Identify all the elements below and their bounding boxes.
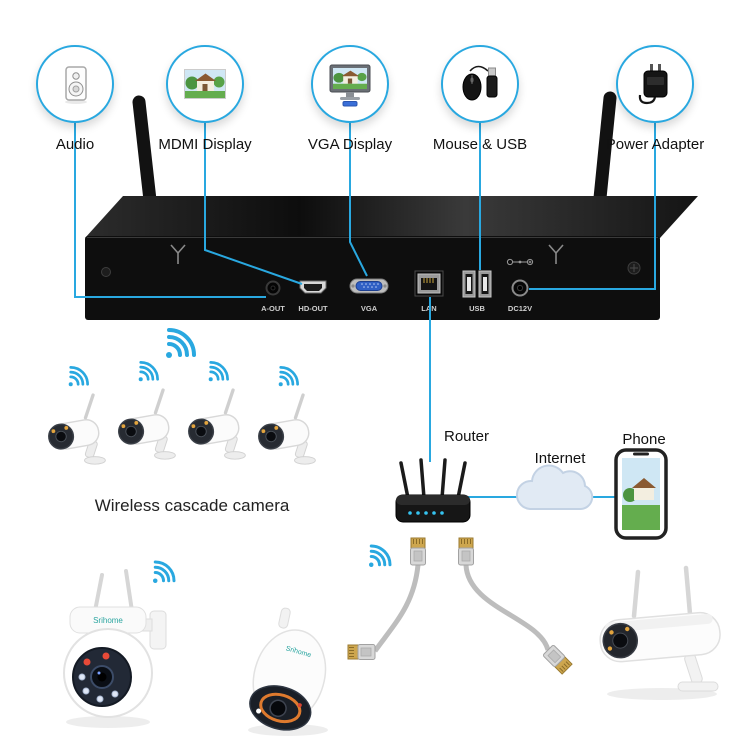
router — [395, 458, 471, 523]
wireless-camera — [255, 393, 318, 466]
rj45-connector — [458, 537, 474, 566]
nvr-device: A-OUT HD-OUT VGA LAN USB DC12V — [85, 91, 698, 320]
port-label-dc12v: DC12V — [508, 304, 532, 313]
wifi-icon — [151, 560, 176, 585]
peripheral-hdmi-display: MDMI Display — [145, 45, 265, 153]
peripheral-power-adapter: Power Adapter — [595, 45, 715, 153]
mouse-usb-icon — [462, 65, 498, 101]
router-leds — [408, 511, 444, 515]
port-vga — [349, 278, 389, 294]
peripheral-label: MDMI Display — [158, 136, 252, 153]
internet-label: Internet — [534, 450, 586, 467]
peripheral-label: Mouse & USB — [432, 136, 528, 153]
rj45-connector — [410, 537, 426, 566]
port-label-vga: VGA — [361, 304, 378, 313]
bullet-camera — [599, 565, 721, 700]
port-label-a-out: A-OUT — [261, 304, 285, 313]
peripheral-circle-vga — [311, 45, 389, 123]
port-label-usb: USB — [469, 304, 485, 313]
line-power — [529, 122, 656, 290]
phone-icon — [614, 448, 668, 540]
internet-cloud-icon — [515, 464, 594, 511]
port-hdmi — [299, 280, 327, 294]
wireless-group-label: Wireless cascade camera — [94, 496, 290, 515]
port-label-hd-out: HD-OUT — [298, 304, 328, 313]
peripheral-mouse-usb: Mouse & USB — [420, 45, 540, 153]
wireless-camera — [115, 388, 178, 461]
phone-label: Phone — [622, 431, 666, 448]
screw-right — [627, 261, 641, 275]
rj45-connector — [347, 644, 376, 660]
port-usb — [462, 270, 492, 298]
antenna-symbol-left — [170, 244, 186, 264]
wifi-icon — [367, 544, 392, 569]
wifi-icon — [137, 361, 159, 383]
ethernet-cable — [372, 564, 421, 653]
nvr-ports: A-OUT HD-OUT VGA LAN USB DC12V — [261, 258, 534, 313]
wifi-icon — [207, 361, 229, 383]
peripheral-label: Power Adapter — [605, 136, 705, 153]
peripheral-vga-display: VGA Display — [290, 45, 410, 153]
line-vga — [349, 122, 368, 277]
peripheral-audio: Audio — [15, 45, 135, 153]
ethernet-cable — [463, 564, 551, 651]
nvr-front-panel — [85, 236, 660, 320]
wireless-camera — [45, 393, 108, 466]
port-dc12v — [506, 258, 534, 297]
wifi-icon — [164, 328, 196, 360]
screw-left — [101, 267, 111, 277]
port-a-out-jack — [265, 280, 281, 296]
peripheral-circle-hdmi — [166, 45, 244, 123]
port-lan — [414, 270, 444, 297]
nvr-top-face — [85, 196, 698, 238]
house-photo-icon — [184, 69, 226, 99]
ptz-camera: Srihome — [63, 569, 167, 728]
line-hdmi — [204, 122, 303, 285]
ethernet-cables — [347, 537, 573, 675]
wifi-icon — [67, 366, 89, 388]
peripheral-label: VGA Display — [307, 136, 393, 153]
power-adapter-icon — [638, 64, 668, 105]
phone-screen — [622, 458, 660, 530]
monitor-icon — [329, 64, 371, 107]
antenna-symbol-right — [548, 244, 564, 264]
wireless-camera — [185, 388, 248, 461]
speaker-icon — [65, 66, 87, 104]
wifi-icon — [277, 366, 299, 388]
peripheral-circle-power — [616, 45, 694, 123]
peripheral-circle-audio — [36, 45, 114, 123]
polarity-symbol — [506, 258, 534, 266]
peripheral-label: Audio — [55, 136, 95, 153]
line-audio — [74, 122, 266, 298]
brand-logo: Srihome — [93, 616, 123, 625]
router-label: Router — [444, 428, 490, 445]
wireless-camera-group — [45, 388, 318, 466]
peripheral-circle-mouse-usb — [441, 45, 519, 123]
dome-camera: Srihome — [248, 607, 328, 736]
